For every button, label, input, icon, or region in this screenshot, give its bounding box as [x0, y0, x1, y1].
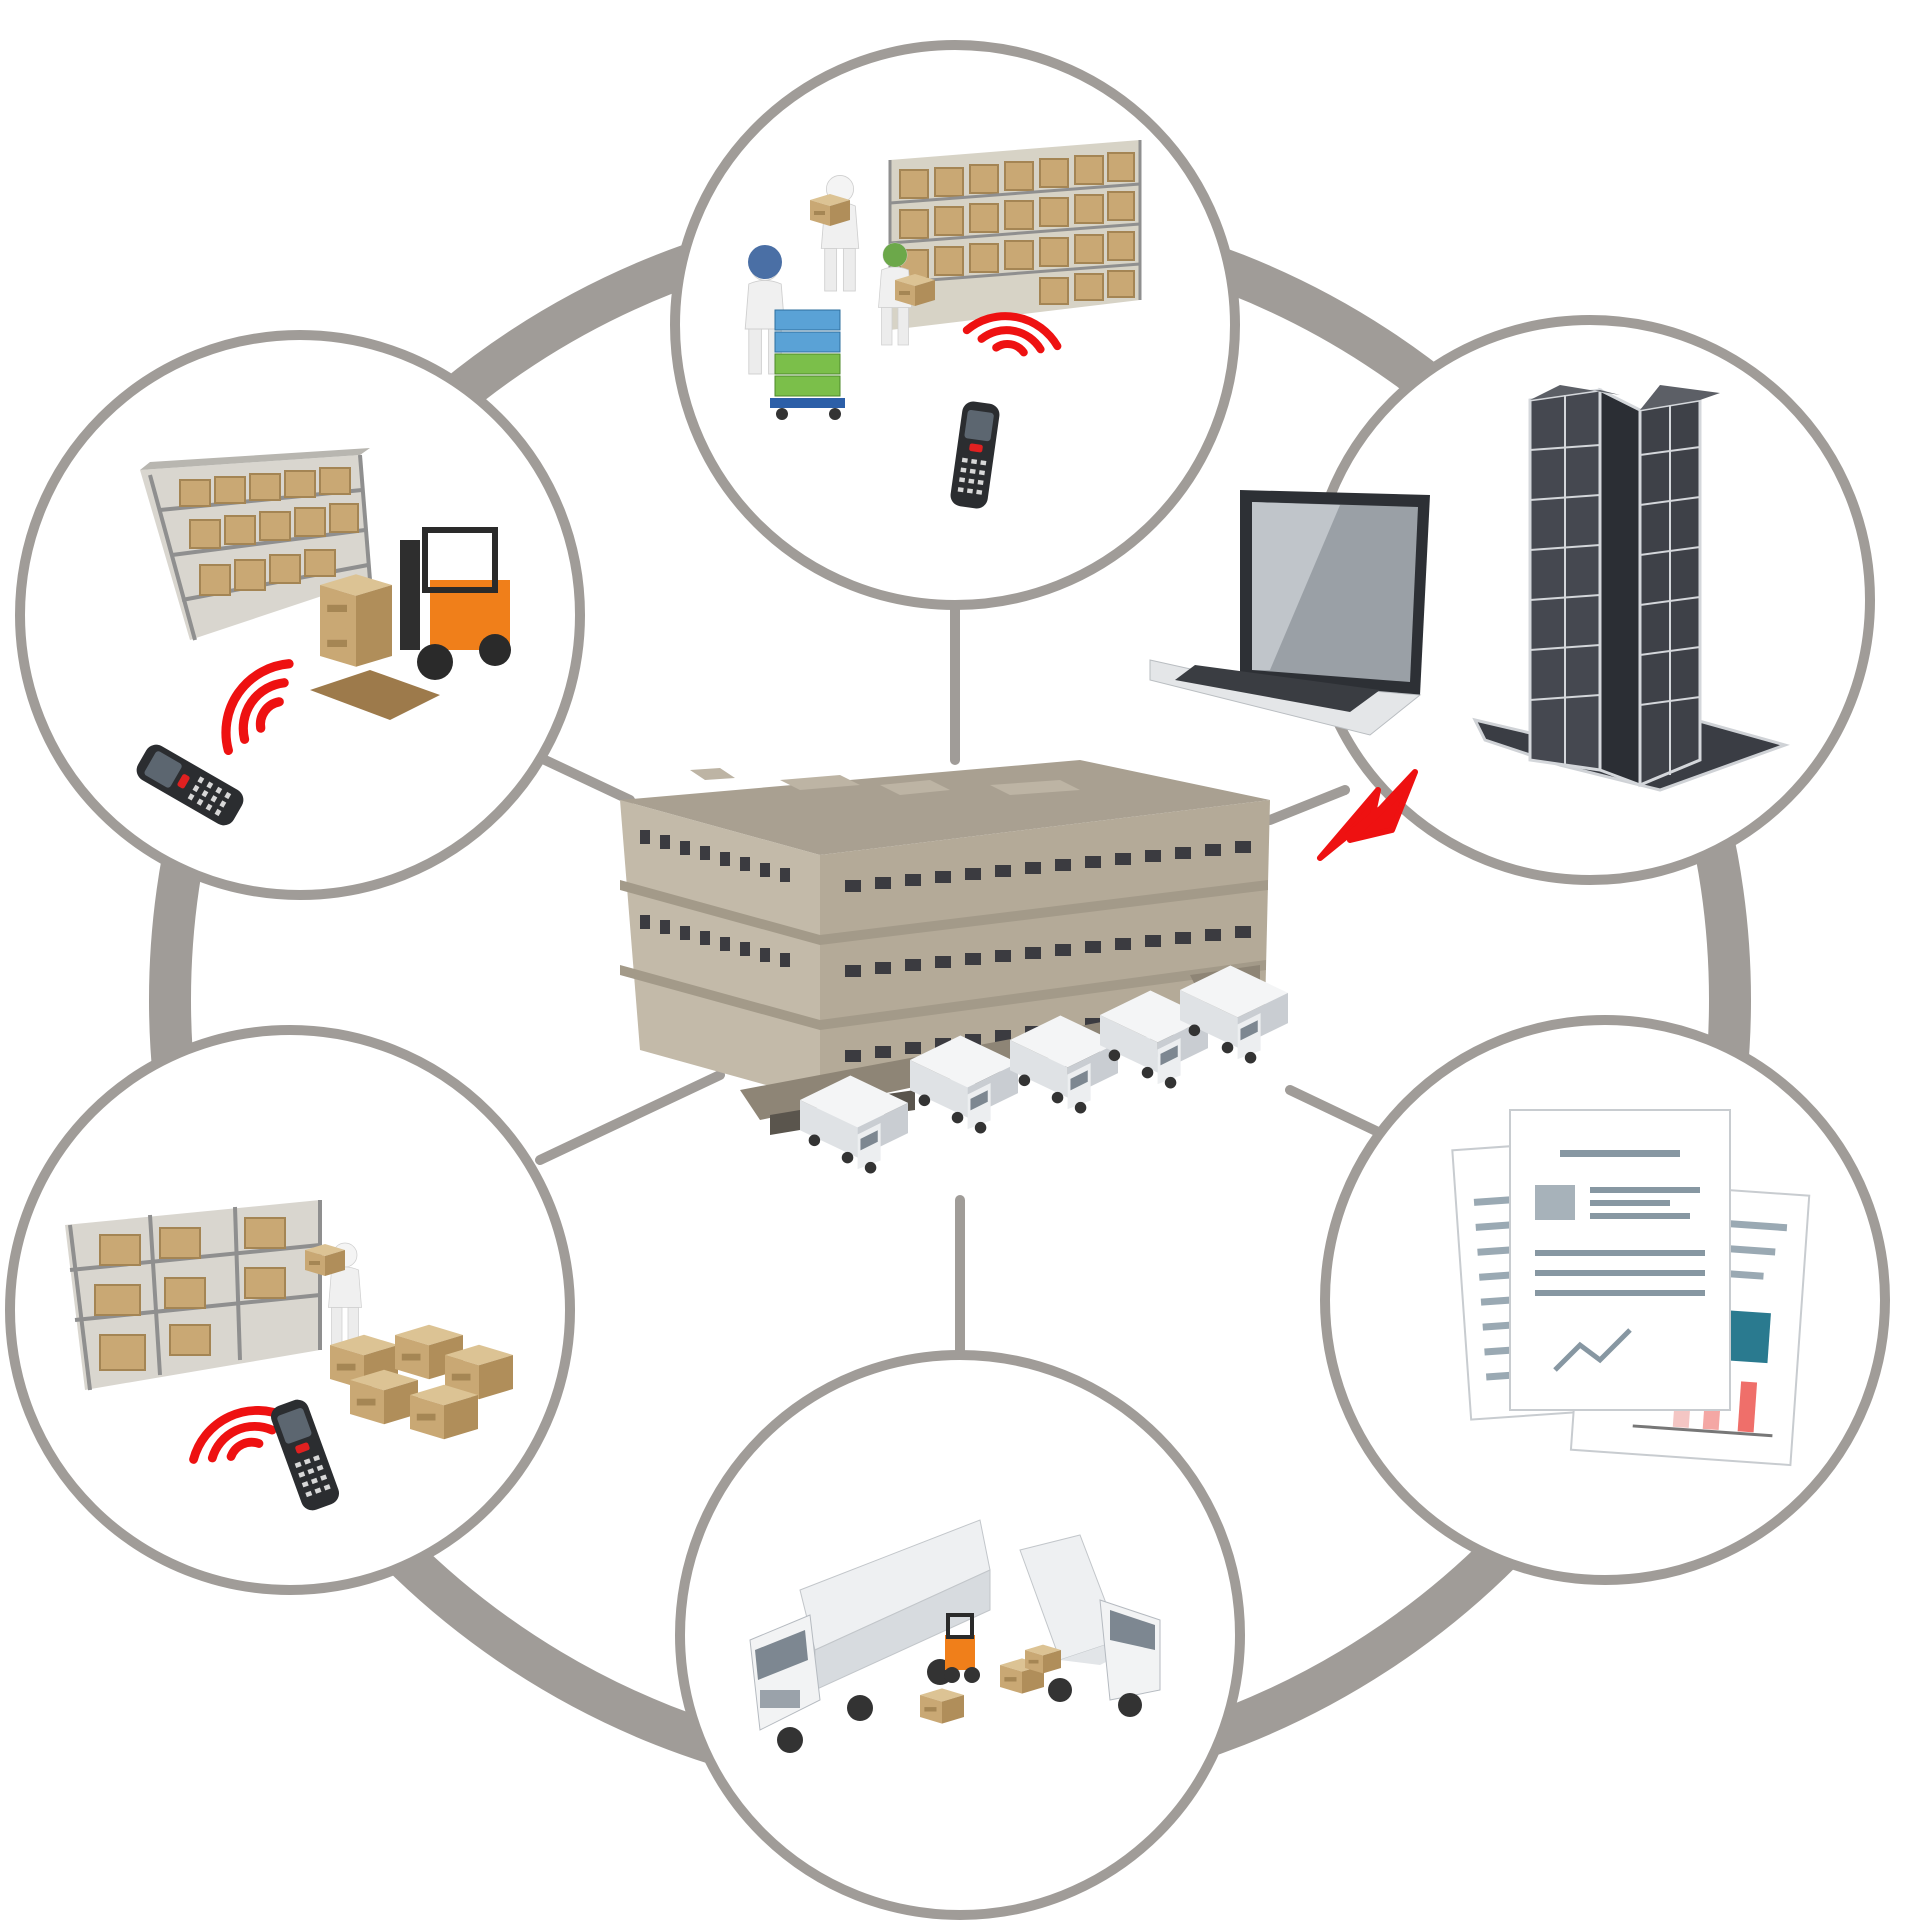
lightning-link-icon [1317, 769, 1418, 861]
documents-report-icon [1451, 1109, 1811, 1467]
forklift-small [944, 1613, 980, 1683]
trucks-loading-icon [749, 1519, 1161, 1753]
office-tower [1472, 385, 1790, 792]
pallet-boxes [310, 574, 440, 720]
pallet-box [920, 1688, 964, 1724]
worker-with-cart [744, 245, 845, 420]
document-front [1509, 1109, 1731, 1411]
spoke-storage [535, 1070, 725, 1165]
semi-truck-left [749, 1519, 991, 1753]
storage-racks [65, 1200, 322, 1391]
shelves-boxes-icon [65, 1200, 513, 1514]
picking-workers-icon [744, 140, 1142, 510]
spoke-receiving [540, 755, 635, 805]
picking-shelf [888, 140, 1142, 330]
receiving-shelf [140, 448, 372, 641]
laptop-icon [1149, 490, 1430, 736]
forklift-pallet-icon [132, 448, 511, 830]
spoke-office [1265, 785, 1350, 825]
box-truck-right [1019, 1534, 1161, 1717]
pallet-box [1025, 1644, 1061, 1674]
worker-kneeling [878, 242, 935, 346]
warehouse-building-icon [620, 760, 1288, 1174]
office-tower-laptop-icon [1149, 385, 1790, 792]
forklift-icon [400, 527, 511, 680]
